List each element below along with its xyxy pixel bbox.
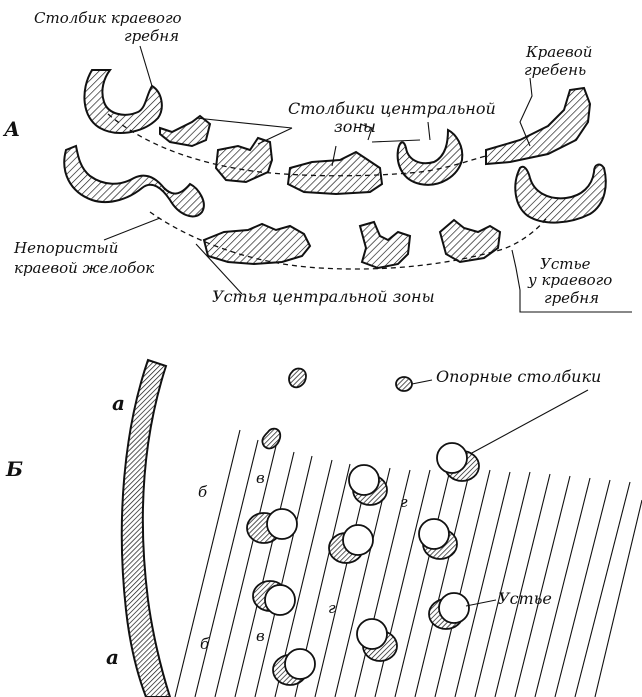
marginal-ridge-right xyxy=(486,88,590,164)
label-marginal-ridge-line1: Краевой xyxy=(526,44,592,61)
marginal-groove-column xyxy=(64,146,204,216)
label-central-mouths: Устья центральной зоны xyxy=(212,288,435,306)
label-central-columns-line1: Столбики центральной xyxy=(288,100,496,118)
label-ridge-mouth-line3: гребня xyxy=(544,290,599,307)
label-mouth: Устье xyxy=(498,590,552,608)
central-column-3 xyxy=(288,152,382,194)
central-column-2 xyxy=(216,138,272,182)
label-ridge-mouth-line2: у краевого xyxy=(528,272,612,289)
label-nonporous-groove-line2: краевой желобок xyxy=(14,260,154,277)
label-central-columns-line2: зоны xyxy=(334,118,376,136)
wall-a xyxy=(122,360,170,697)
zone-v-top: в xyxy=(256,470,265,487)
panel-a-letter: А xyxy=(4,118,20,140)
central-mouth-2 xyxy=(360,222,410,268)
label-marginal-ridge-column-line1: Столбик краевого xyxy=(34,10,182,27)
zone-a-top: а xyxy=(112,392,125,414)
central-mouth-1 xyxy=(204,224,310,264)
label-marginal-ridge-line2: гребень xyxy=(524,62,586,79)
stripe-lines xyxy=(175,430,642,697)
zone-b-bottom: б xyxy=(200,636,209,653)
zone-b-top: б xyxy=(198,484,207,501)
zone-a-bottom: а xyxy=(106,646,119,668)
support-column xyxy=(289,369,306,388)
mouth-pores xyxy=(247,443,479,685)
label-support-columns: Опорные столбики xyxy=(436,368,601,386)
zone-g-top: г xyxy=(400,494,408,511)
central-column-1 xyxy=(160,116,210,146)
central-mouth-3 xyxy=(440,220,500,262)
zone-g-middle: г xyxy=(328,600,336,617)
support-column xyxy=(262,429,280,449)
panel-b-letter: Б xyxy=(6,458,23,480)
ridge-mouth-column xyxy=(515,165,605,223)
label-marginal-ridge-column-line2: гребня xyxy=(124,28,179,45)
zone-v-bottom: в xyxy=(256,628,265,645)
leader-lines-b xyxy=(412,380,588,606)
support-columns xyxy=(262,369,412,449)
support-column xyxy=(396,377,412,391)
label-nonporous-groove-line1: Непористый xyxy=(14,240,118,257)
